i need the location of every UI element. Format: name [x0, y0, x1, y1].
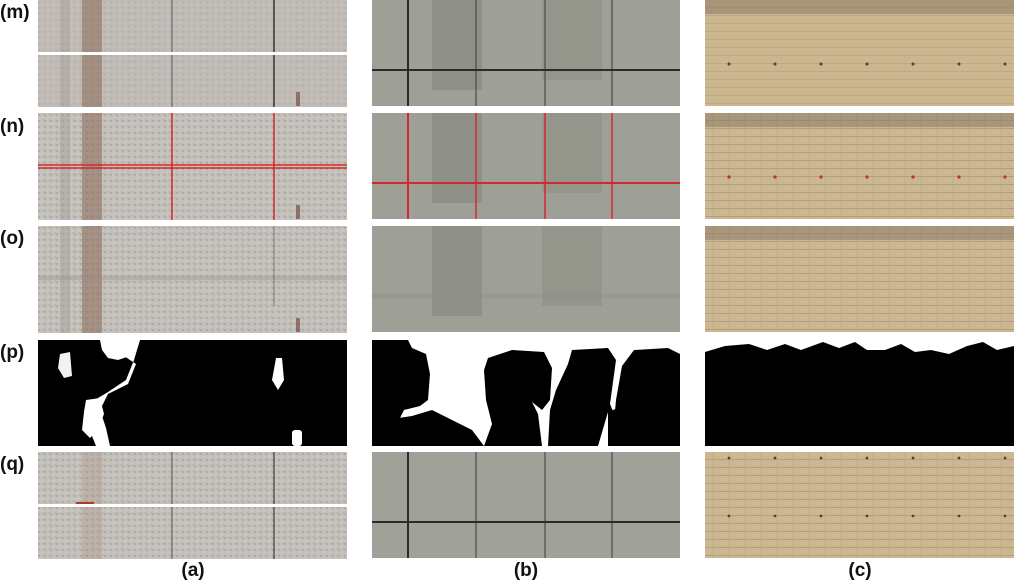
panel-m-c [705, 0, 1014, 106]
column-label-b: (b) [513, 560, 539, 581]
panel-q-b [372, 452, 680, 558]
row-label-o: (o) [0, 228, 25, 249]
panel-p-b [372, 340, 680, 446]
panel-p-a [38, 340, 347, 446]
column-label-c: (c) [848, 560, 872, 581]
column-label-a: (a) [181, 560, 205, 581]
panel-m-a [38, 0, 347, 107]
row-label-p: (p) [0, 342, 25, 363]
row-label-q: (q) [0, 454, 25, 475]
panel-n-c [705, 113, 1014, 219]
panel-q-c [705, 452, 1014, 558]
panel-q-a [38, 452, 347, 559]
panel-p-c [705, 340, 1014, 446]
row-label-n: (n) [0, 116, 25, 137]
panel-o-a [38, 226, 347, 333]
panel-m-b [372, 0, 680, 106]
panel-o-c [705, 226, 1014, 332]
panel-n-a [38, 113, 347, 220]
row-label-m: (m) [0, 2, 30, 23]
panel-o-b [372, 226, 680, 332]
panel-n-b [372, 113, 680, 219]
